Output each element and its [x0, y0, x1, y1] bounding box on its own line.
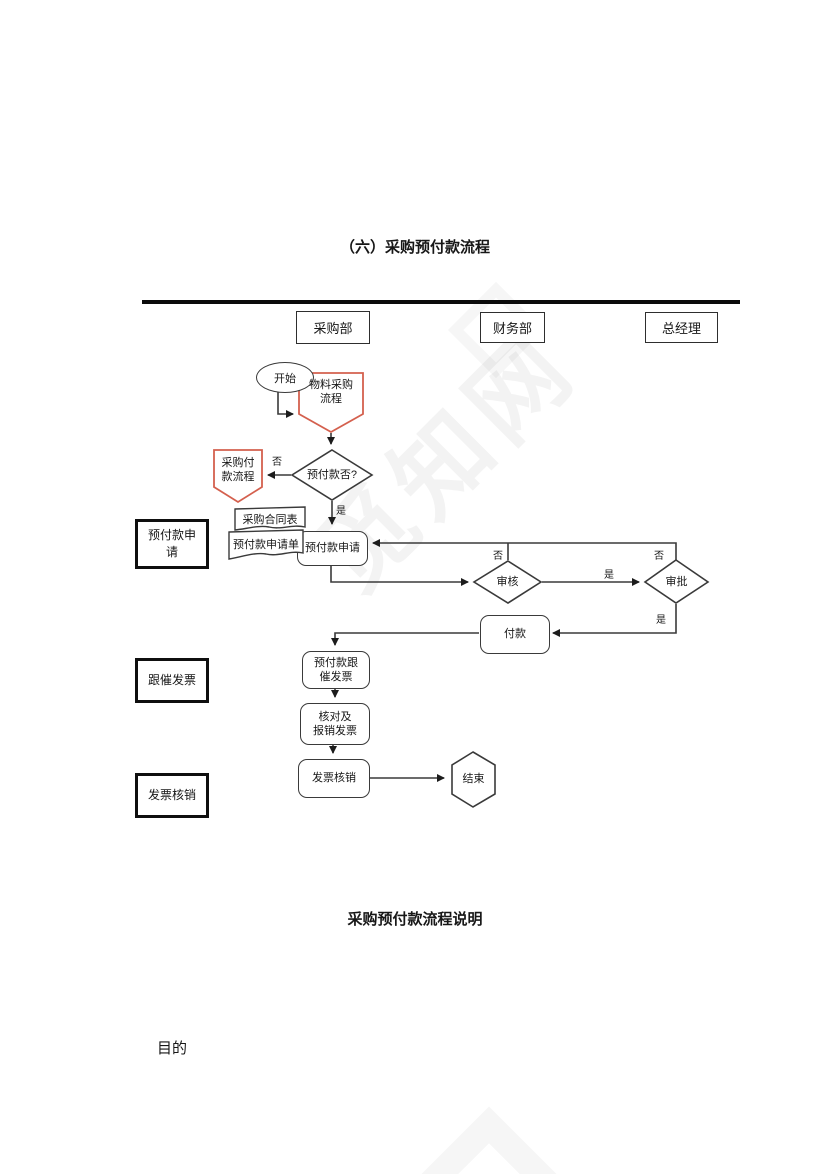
lane-header-general-manager: 总经理 [645, 312, 718, 343]
section-title: 采购预付款流程说明 [347, 911, 483, 928]
end-shape [451, 751, 496, 808]
edge-start-to-material [277, 390, 294, 418]
document-shapes [228, 506, 306, 560]
approve-decision-shape [643, 559, 710, 604]
contract-doc-label: 采购合同表 [242, 514, 298, 526]
row-label-invoice-writeoff: 发票核销 [135, 773, 209, 818]
application-doc-label: 预付款申请单 [233, 539, 299, 551]
start-node: 开始 [256, 362, 314, 393]
no-label-approve: 否 [654, 551, 664, 562]
yes-label-decision: 是 [336, 506, 346, 517]
invoice-writeoff-node: 发票核销 [298, 759, 370, 798]
invoice-followup-node: 预付款跟 催发票 [302, 651, 370, 689]
material-process-shape [298, 372, 364, 434]
lane-header-purchasing: 采购部 [296, 311, 370, 344]
contract-doc-shape [234, 506, 306, 531]
page-title: （六）采购预付款流程 [339, 239, 490, 256]
prepay-application-node: 预付款申请 [297, 531, 368, 566]
row-label-prepay-application: 预付款申 请 [135, 519, 209, 569]
prepay-decision-shape [290, 449, 374, 501]
application-doc-shape [228, 529, 304, 560]
yes-label-approve: 是 [656, 615, 666, 626]
purchase-payment-process-shape [213, 449, 263, 504]
purpose-label: 目的 [157, 1040, 188, 1057]
yes-label-review: 是 [604, 570, 614, 581]
no-label-decision: 否 [272, 457, 282, 468]
edge-feedback-no-to-application [372, 539, 677, 560]
check-reimburse-node: 核对及 报销发票 [300, 703, 370, 745]
edge-application-to-review [330, 564, 469, 586]
edge-payment-to-followup [331, 632, 479, 646]
lane-header-finance: 财务部 [480, 312, 545, 343]
no-label-review: 否 [493, 551, 503, 562]
row-label-invoice-followup: 跟催发票 [135, 658, 209, 703]
payment-node: 付款 [480, 615, 550, 654]
edge-approve-yes-to-payment [552, 604, 677, 637]
review-decision-shape [472, 560, 543, 604]
header-divider [142, 300, 740, 304]
